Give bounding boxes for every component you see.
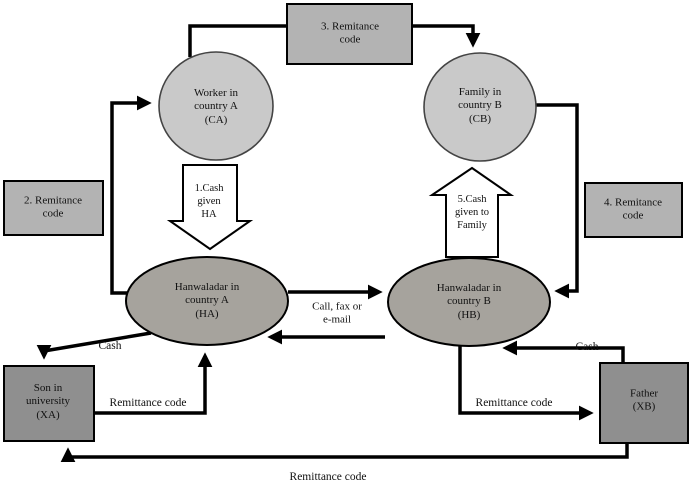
remitance-code-2-label: 2. Remitance code (23, 194, 83, 220)
big-down-arrow-cash-to-ha (166, 164, 254, 251)
remittance-code-bottom-label: Remittance code (289, 470, 367, 483)
cash-right-label: Cash (575, 340, 599, 353)
big-up-arrow-cash-to-family (428, 166, 515, 258)
connector-hb-to-father-code (458, 345, 594, 421)
son-box (3, 365, 95, 442)
worker-circle (158, 51, 274, 161)
remittance-code-left-label: Remittance code (109, 396, 187, 409)
connector-worker-to-box3 (188, 24, 288, 57)
remitance-code-3-box (286, 3, 413, 65)
family-circle (423, 52, 537, 162)
connector-father-to-son-code (60, 443, 629, 463)
hawaladar-b-label: Hanwaladar in country B (HB) (436, 281, 502, 321)
worker-label: Worker in country A (CA) (193, 86, 239, 126)
cash-given-ha-label: 1.Cash given HA (194, 182, 224, 220)
father-box (599, 362, 689, 444)
hawaladar-a-label: Hanwaladar in country A (HA) (174, 280, 240, 320)
connector-family-to-hb-code4 (534, 103, 579, 299)
cash-left-label: Cash (98, 339, 122, 352)
hawaladar-a-ellipse (125, 256, 289, 346)
cash-given-family-label: 5.Cash given to Family (454, 193, 490, 231)
call-fax-email-label: Call, fax or e-mail (312, 300, 362, 326)
remitance-code-3-label: 3. Remitance code (320, 20, 380, 46)
remitance-code-2-box (3, 180, 104, 236)
family-label: Family in country B (CB) (458, 85, 502, 125)
remitance-code-4-label: 4. Remitance code (603, 196, 663, 222)
remittance-code-right-label: Remittance code (475, 396, 553, 409)
connector-box3-to-family (411, 24, 481, 48)
remitance-code-4-box (584, 182, 683, 238)
connector-son-to-ha-code (94, 352, 213, 415)
son-label: Son in university (XA) (26, 381, 70, 421)
connector-lines (36, 24, 629, 463)
connector-ha-to-worker-code2 (110, 95, 152, 295)
connector-ha-to-son-cash (36, 331, 152, 360)
connector-father-to-hb-cash (502, 340, 625, 363)
father-label: Father (XB) (629, 387, 659, 413)
